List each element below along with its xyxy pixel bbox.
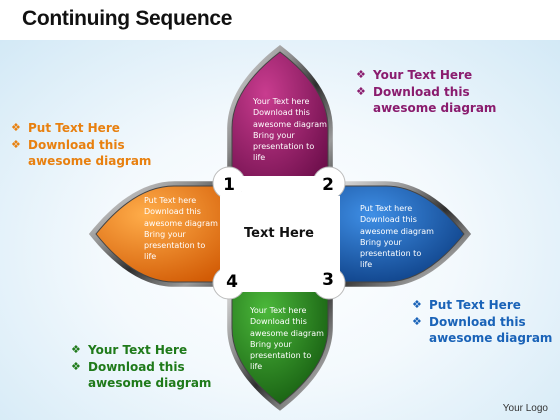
callout-bottom-left: ❖Your Text Here ❖Download this awesome d… [71,343,212,390]
petal-right-text: Put Text here Download this awesome diag… [360,204,434,270]
diamond-bullet-icon: ❖ [356,68,366,81]
petal-left-text: Put Text here Download this awesome diag… [144,196,218,262]
step-number-2: 2 [322,175,334,195]
callout-top-right: ❖Your Text Here ❖Download this awesome d… [356,68,497,115]
step-number-3: 3 [322,270,334,290]
diamond-bullet-icon: ❖ [412,298,422,311]
callout-left: ❖Put Text Here ❖Download this awesome di… [11,121,152,168]
petal-top-text: Your Text here Download this awesome dia… [253,97,327,163]
callout-bottom-right: ❖Put Text Here ❖Download this awesome di… [412,298,553,345]
center-hub [212,166,346,300]
diamond-bullet-icon: ❖ [412,314,422,328]
center-label: Text Here [243,226,314,241]
diamond-bullet-icon: ❖ [11,121,21,134]
diamond-bullet-icon: ❖ [356,84,366,98]
step-number-4: 4 [226,272,238,292]
diamond-bullet-icon: ❖ [71,359,81,373]
diamond-bullet-icon: ❖ [71,343,81,356]
petal-bottom-text: Your Text here Download this awesome dia… [250,306,324,372]
logo-placeholder: Your Logo [502,403,548,414]
page-title: Continuing Sequence [22,7,233,30]
step-number-1: 1 [223,175,235,195]
diamond-bullet-icon: ❖ [11,137,21,151]
